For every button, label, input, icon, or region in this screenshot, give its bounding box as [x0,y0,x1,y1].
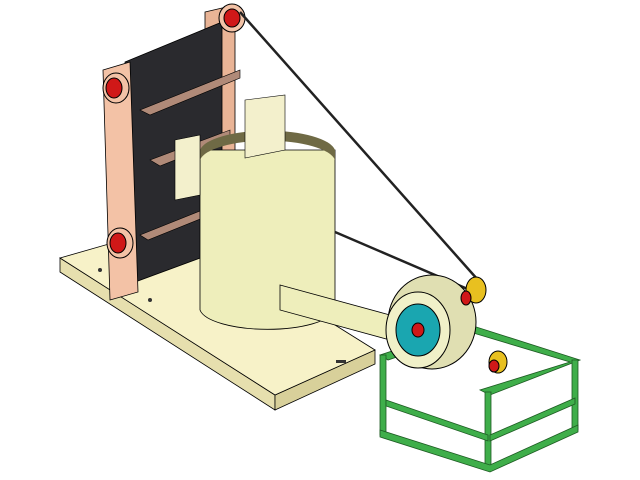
motor-pulley-icon [460,276,487,306]
blower [385,274,508,374]
pulley-icon [106,227,134,259]
shelf [139,69,241,116]
shaft-pulley-icon [488,350,508,374]
pulley-icon [102,72,130,104]
pulley-icon [218,3,246,33]
hopper [174,94,391,341]
drive-belt [239,11,479,281]
